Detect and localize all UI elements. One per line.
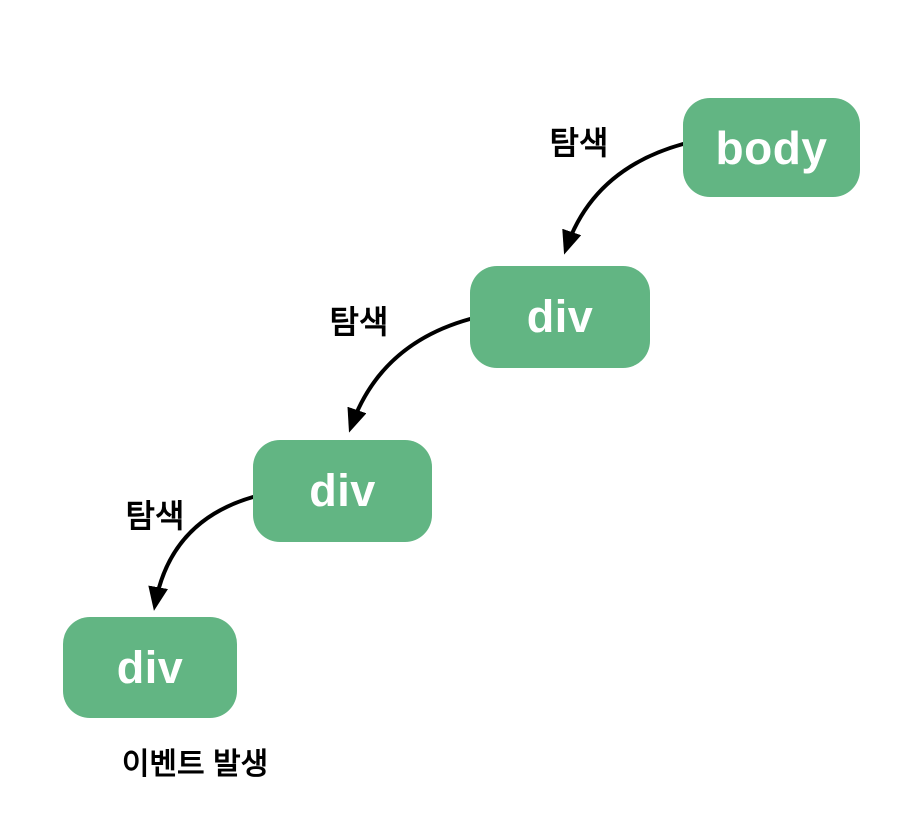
event-occurred-caption: 이벤트 발생 bbox=[121, 748, 269, 781]
node-div-2-label: div bbox=[309, 465, 376, 516]
node-div-1: div bbox=[470, 266, 650, 368]
edge-label-search-1: 탐색 bbox=[549, 125, 609, 161]
edge-label-search-3: 탐색 bbox=[125, 498, 185, 534]
node-div-2: div bbox=[253, 440, 432, 542]
node-div-3: div bbox=[63, 617, 237, 718]
node-div-3-label: div bbox=[116, 641, 184, 693]
node-body: body bbox=[683, 98, 860, 197]
node-body-label: body bbox=[715, 121, 828, 174]
node-div-1-label: div bbox=[526, 291, 594, 342]
edge-label-search-2: 탐색 bbox=[329, 304, 389, 340]
